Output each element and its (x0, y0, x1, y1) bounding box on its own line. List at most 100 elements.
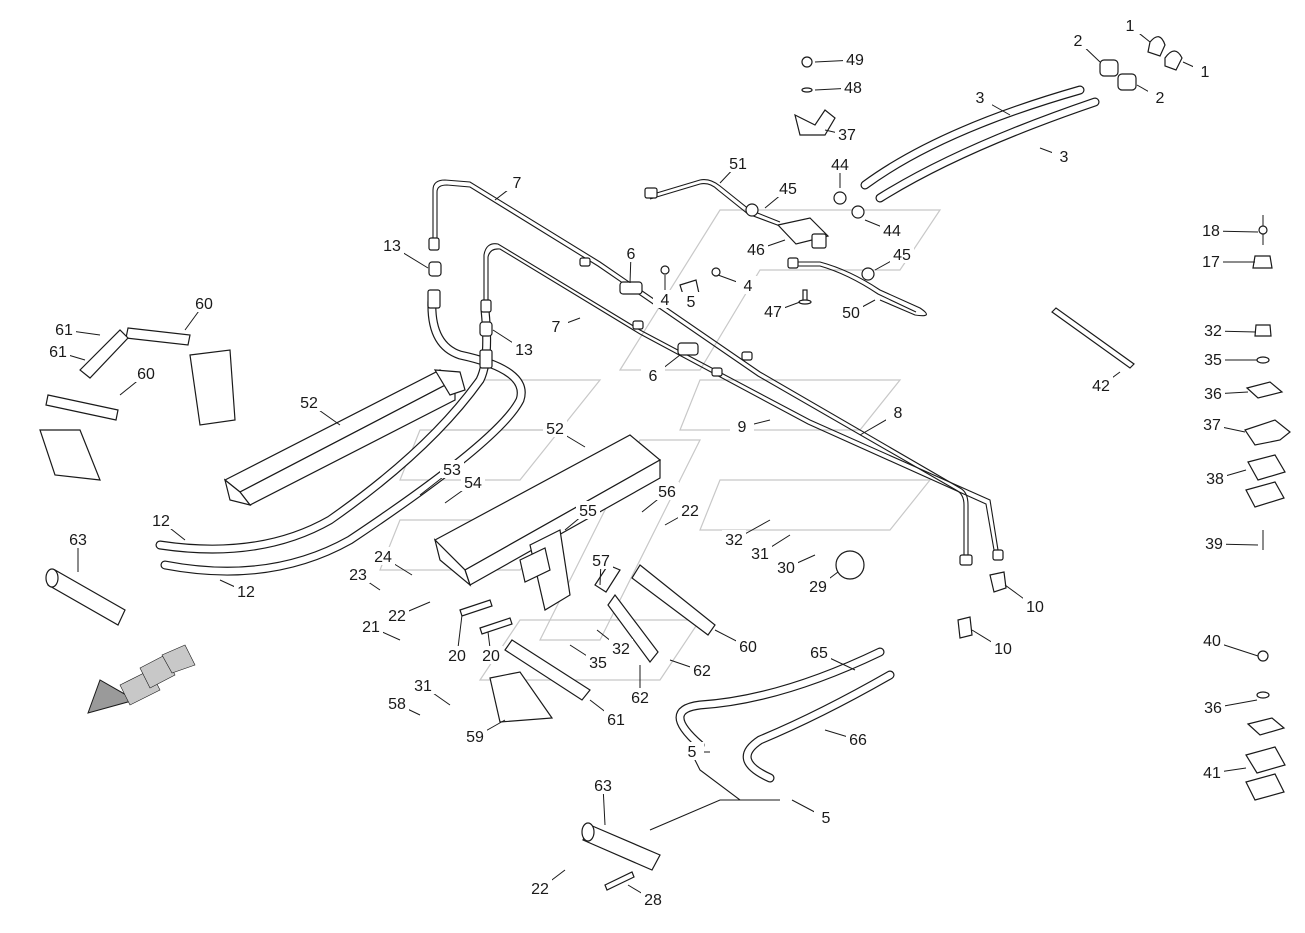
part-callout-label: 21 (362, 619, 380, 636)
part-callout-label: 63 (594, 778, 612, 795)
part-callout-label: 32 (1204, 323, 1222, 340)
part-callout-label: 61 (55, 322, 73, 339)
callout-bg (1089, 376, 1113, 394)
part-callout-label: 47 (764, 304, 782, 321)
part-callout-label: 36 (1204, 386, 1222, 403)
hose-pair-3 (860, 85, 1100, 203)
callout-bg (655, 482, 679, 500)
callout-bg (761, 302, 785, 320)
callout-bg (505, 173, 529, 191)
part-callout-label: 48 (844, 80, 862, 97)
part-callout-label: 59 (466, 729, 484, 746)
callout-bg (543, 419, 567, 437)
part-callout-label: 32 (725, 532, 743, 549)
callout-bg (1200, 763, 1224, 781)
callout-bg (380, 236, 404, 254)
callout-bg (385, 606, 409, 624)
part-callout-label: 2 (1156, 90, 1165, 107)
part-callout-label: 35 (1204, 352, 1222, 369)
part-callout-label: 60 (137, 366, 155, 383)
callout-bg (680, 742, 704, 760)
callout-bg (839, 303, 863, 321)
part-callout-label: 7 (552, 319, 561, 336)
part-callout-label: 66 (849, 732, 867, 749)
callout-bg (46, 342, 70, 360)
part-callout-label: 12 (237, 584, 255, 601)
callout-bg (744, 240, 768, 258)
link-plates-upper-left (39, 327, 236, 481)
callout-bg (886, 403, 910, 421)
part-callout-label: 58 (388, 696, 406, 713)
callout-bg (641, 890, 665, 908)
part-callout-label: 20 (448, 648, 466, 665)
callout-bg (346, 565, 370, 583)
part-callout-label: 45 (893, 247, 911, 264)
rigid-pipes (432, 179, 999, 831)
part-callout-label: 1 (1201, 64, 1210, 81)
part-callout-label: 22 (531, 881, 549, 898)
part-callout-label: 2 (1074, 33, 1083, 50)
callout-bg (991, 639, 1015, 657)
part-callout-label: 4 (744, 278, 753, 295)
callout-bg (1066, 31, 1090, 49)
part-callout-label: 5 (687, 294, 696, 311)
part-callout-label: 39 (1205, 536, 1223, 553)
part-callout-label: 50 (842, 305, 860, 322)
callout-bg (149, 511, 173, 529)
callout-bg (1199, 252, 1223, 270)
part-callout-label: 4 (661, 292, 670, 309)
part-callout-label: 44 (883, 223, 901, 240)
callout-bg (134, 364, 158, 382)
part-callout-label: 5 (822, 810, 831, 827)
callout-bg (589, 551, 613, 569)
callout-bg (736, 637, 760, 655)
callout-bg (1203, 469, 1227, 487)
callout-bg (461, 473, 485, 491)
callout-bg (722, 530, 746, 548)
callout-bg (479, 646, 503, 664)
part-callout-label: 62 (631, 690, 649, 707)
callout-bg (586, 653, 610, 671)
callout-bg (1023, 597, 1047, 615)
callout-bg (748, 544, 772, 562)
part-callout-label: 61 (607, 712, 625, 729)
bracket-55 (519, 529, 571, 611)
callout-bg (806, 577, 830, 595)
callout-bg (1201, 350, 1225, 368)
part-callout-label: 5 (688, 744, 697, 761)
callout-bg (726, 154, 750, 172)
callout-bg (968, 88, 992, 106)
callout-bg (297, 393, 321, 411)
part-callout-label: 52 (300, 395, 318, 412)
part-callout-label: 37 (838, 127, 856, 144)
part-callout-label: 35 (589, 655, 607, 672)
callout-bg (619, 244, 643, 262)
part-callout-label: 36 (1204, 700, 1222, 717)
part-callout-label: 17 (1202, 254, 1220, 271)
callout-bg (1200, 631, 1224, 649)
part-callout-label: 7 (513, 175, 522, 192)
callout-bg (440, 460, 464, 478)
callout-bg (814, 808, 838, 826)
part-callout-label: 18 (1202, 223, 1220, 240)
fittings-upper (427, 36, 1183, 639)
callout-bg (544, 317, 568, 335)
callout-bg (609, 639, 633, 657)
callout-bg (641, 366, 665, 384)
part-callout-label: 20 (482, 648, 500, 665)
part-callout-label: 57 (592, 553, 610, 570)
callout-bg (835, 125, 859, 143)
part-callout-label: 22 (388, 608, 406, 625)
callout-bg (1193, 62, 1217, 80)
callout-bg (528, 879, 552, 897)
callout-bg (1199, 221, 1223, 239)
callout-bg (1201, 321, 1225, 339)
part-callout-label: 51 (729, 156, 747, 173)
callout-bg (1148, 88, 1172, 106)
callout-bg (679, 292, 703, 310)
part-callout-label: 23 (349, 567, 367, 584)
callout-bg (776, 179, 800, 197)
callout-bg (411, 676, 435, 694)
